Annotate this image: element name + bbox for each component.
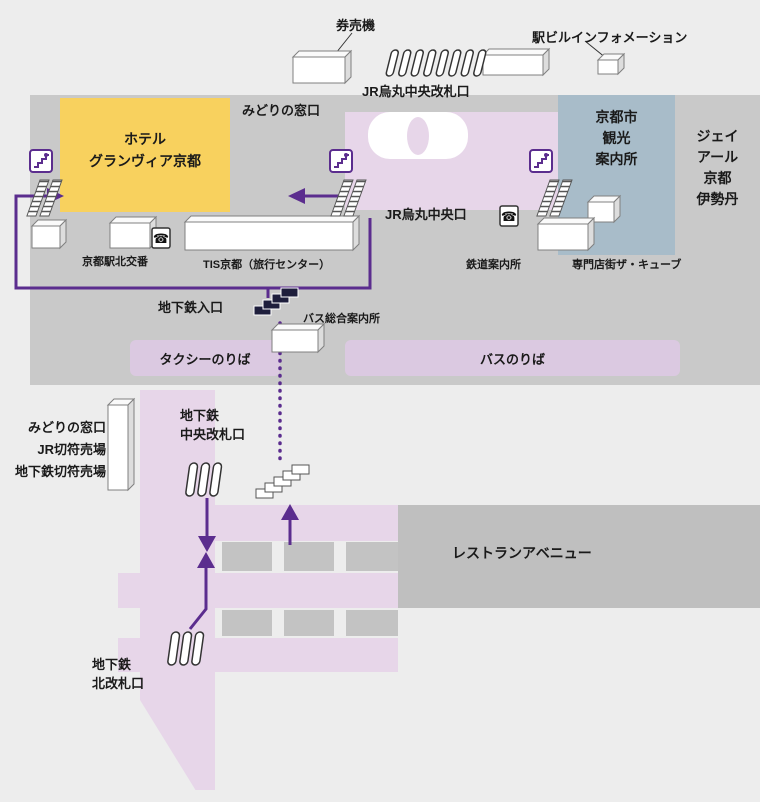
ticket-machines-label: 券売機 (336, 18, 376, 33)
bus-info-label: バス総合案内所 (303, 313, 380, 325)
shop-block (222, 542, 272, 571)
hotel-granvia-label: ホテル グランヴィア京都 (89, 131, 201, 169)
police-box-label: 京都駅北交番 (82, 256, 148, 268)
bus-stop-label: バスのりば (479, 351, 545, 367)
ticket-office-labels: みどりの窓口 JR切符売場 地下鉄切符売場 (0, 417, 106, 483)
shop-block (284, 542, 334, 571)
taxi-stand-block: タクシーのりば (130, 340, 280, 376)
counter-box-3d (106, 397, 136, 492)
restaurant-avenue-block (398, 505, 760, 608)
bus-stop-block: バスのりば (345, 340, 680, 376)
counter-box-3d (596, 52, 626, 76)
midori-window-label: みどりの窓口 (242, 103, 321, 118)
underground-corridor-1 (215, 505, 398, 541)
railway-info-label: 鉄道案内所 (466, 259, 521, 271)
subway-ticket-office-label: 地下鉄切符売場 (14, 464, 106, 479)
subway-entrance-label: 地下鉄入口 (158, 300, 224, 315)
subway-north-gate-label: 地下鉄 北改札口 (92, 657, 145, 691)
shop-block (284, 610, 334, 636)
concourse-area (345, 112, 558, 210)
station-building-info-label: 駅ビルインフォメーション (532, 30, 688, 45)
pointer-ticket-machines (335, 32, 353, 54)
tourist-info-label: 京都市 観光 案内所 (595, 109, 638, 167)
counter-box-3d (481, 47, 551, 77)
shop-block (346, 610, 398, 636)
tis-kyoto-label: TIS京都（旅行センター） (203, 259, 331, 271)
underground-stairs-icon (255, 464, 310, 499)
underground-corridor-2 (118, 573, 398, 608)
jr-isetan-label: ジェイ アール 京都 伊勢丹 (696, 128, 739, 207)
counter-box-3d (291, 49, 353, 85)
jr-ticket-office-label: JR切符売場 (37, 442, 106, 457)
the-cube-label: 専門店街ザ・キューブ (572, 259, 682, 271)
ticket-gates-icon (385, 49, 487, 77)
jr-central-exit-label: JR烏丸中央口 (385, 207, 467, 222)
shop-block (222, 610, 272, 636)
restaurant-avenue-label: レストランアベニュー (452, 545, 592, 561)
taxi-stand-label: タクシーのりば (159, 351, 251, 367)
midori-window-label-lower: みどりの窓口 (27, 420, 106, 435)
jr-central-gate-label: JR烏丸中央改札口 (362, 84, 470, 99)
underground-corridor-3 (118, 638, 398, 672)
subway-central-gate-label: 地下鉄 中央改札口 (180, 408, 246, 442)
shop-block (346, 542, 398, 571)
hotel-granvia-block (60, 98, 230, 212)
